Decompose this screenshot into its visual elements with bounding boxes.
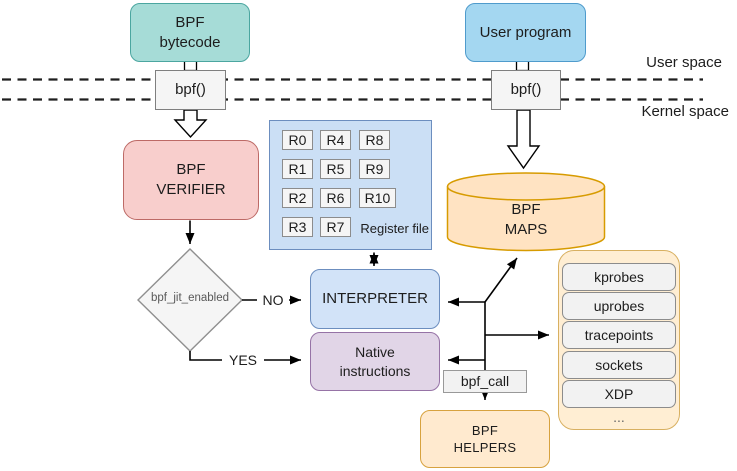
bpf-helpers-label-line2: HELPERS bbox=[453, 440, 517, 455]
bpf-helpers-label-line1: BPF bbox=[471, 422, 499, 438]
bpf-maps-label: BPF MAPS bbox=[460, 197, 592, 243]
hook-more-ellipsis: ... bbox=[613, 409, 625, 425]
bytecode-to-bpf-connector bbox=[183, 59, 198, 72]
hook-kprobes: kprobes bbox=[562, 263, 676, 291]
register-r0: R0 bbox=[282, 130, 313, 150]
interpreter-node: INTERPRETER bbox=[310, 269, 440, 329]
user-space-label: User space bbox=[646, 54, 722, 71]
hook-tracepoints: tracepoints bbox=[562, 321, 676, 349]
register-r10: R10 bbox=[359, 188, 396, 208]
maps-cylinder-rim bbox=[446, 186, 606, 201]
hook-points-container: kprobes uprobes tracepoints sockets XDP … bbox=[558, 250, 680, 430]
hook-xdp: XDP bbox=[562, 380, 676, 408]
user-program-node: User program bbox=[465, 3, 586, 62]
userprogram-to-bpf-connector bbox=[515, 59, 530, 72]
native-instructions-label-line1: Native bbox=[355, 344, 395, 361]
kernel-space-label: Kernel space bbox=[641, 103, 729, 120]
bpf-maps-label-line1: BPF bbox=[511, 201, 541, 219]
bpf-bytecode-label-line1: BPF bbox=[175, 13, 205, 31]
arrow-yes-to-native bbox=[189, 351, 301, 365]
bpf-verifier-node: BPF VERIFIER bbox=[123, 140, 259, 220]
bpf-bytecode-label-line2: bytecode bbox=[159, 33, 221, 51]
yes-branch-label: YES bbox=[222, 351, 264, 369]
register-r7: R7 bbox=[320, 217, 351, 237]
register-r5: R5 bbox=[320, 159, 351, 179]
bpf-syscall-left-node: bpf() bbox=[155, 70, 226, 110]
bpf-to-verifier-block-arrow bbox=[173, 109, 208, 139]
hook-uprobes: uprobes bbox=[562, 292, 676, 320]
register-r3: R3 bbox=[282, 217, 313, 237]
native-instructions-label-line2: instructions bbox=[339, 362, 411, 379]
maps-cylinder bbox=[446, 172, 606, 252]
register-r8: R8 bbox=[359, 130, 390, 150]
register-r6: R6 bbox=[320, 188, 351, 208]
user-program-label: User program bbox=[479, 23, 572, 41]
bpf-bytecode-node: BPF bytecode bbox=[130, 3, 250, 62]
bpf-to-maps-block-arrow bbox=[506, 109, 541, 170]
bpf-call-label: bpf_call bbox=[443, 370, 527, 393]
register-file-caption: Register file bbox=[360, 221, 429, 236]
bpf-syscall-left-label: bpf() bbox=[175, 81, 206, 99]
register-r9: R9 bbox=[359, 159, 390, 179]
bpf-verifier-label-line2: VERIFIER bbox=[156, 181, 226, 198]
hook-sockets: sockets bbox=[562, 351, 676, 379]
arrow-branch-to-maps bbox=[484, 257, 518, 303]
register-r4: R4 bbox=[320, 130, 351, 150]
no-branch-label: NO bbox=[257, 291, 289, 309]
bpf-verifier-label-line1: BPF bbox=[176, 161, 206, 179]
register-r2: R2 bbox=[282, 188, 313, 208]
native-instructions-node: Native instructions bbox=[310, 332, 440, 391]
bpf-helpers-node: BPF HELPERS bbox=[420, 410, 550, 468]
register-r1: R1 bbox=[282, 159, 313, 179]
jit-decision-label: bpf_jit_enabled bbox=[150, 292, 229, 304]
interpreter-label: INTERPRETER bbox=[322, 290, 428, 308]
bpf-maps-label-line2: MAPS bbox=[504, 221, 548, 238]
bpf-syscall-right-node: bpf() bbox=[491, 70, 561, 110]
register-file-node: R0 R1 R2 R3 R4 R5 R6 R7 R8 R9 R10 Regist… bbox=[269, 120, 432, 250]
bpf-syscall-right-label: bpf() bbox=[510, 81, 542, 99]
